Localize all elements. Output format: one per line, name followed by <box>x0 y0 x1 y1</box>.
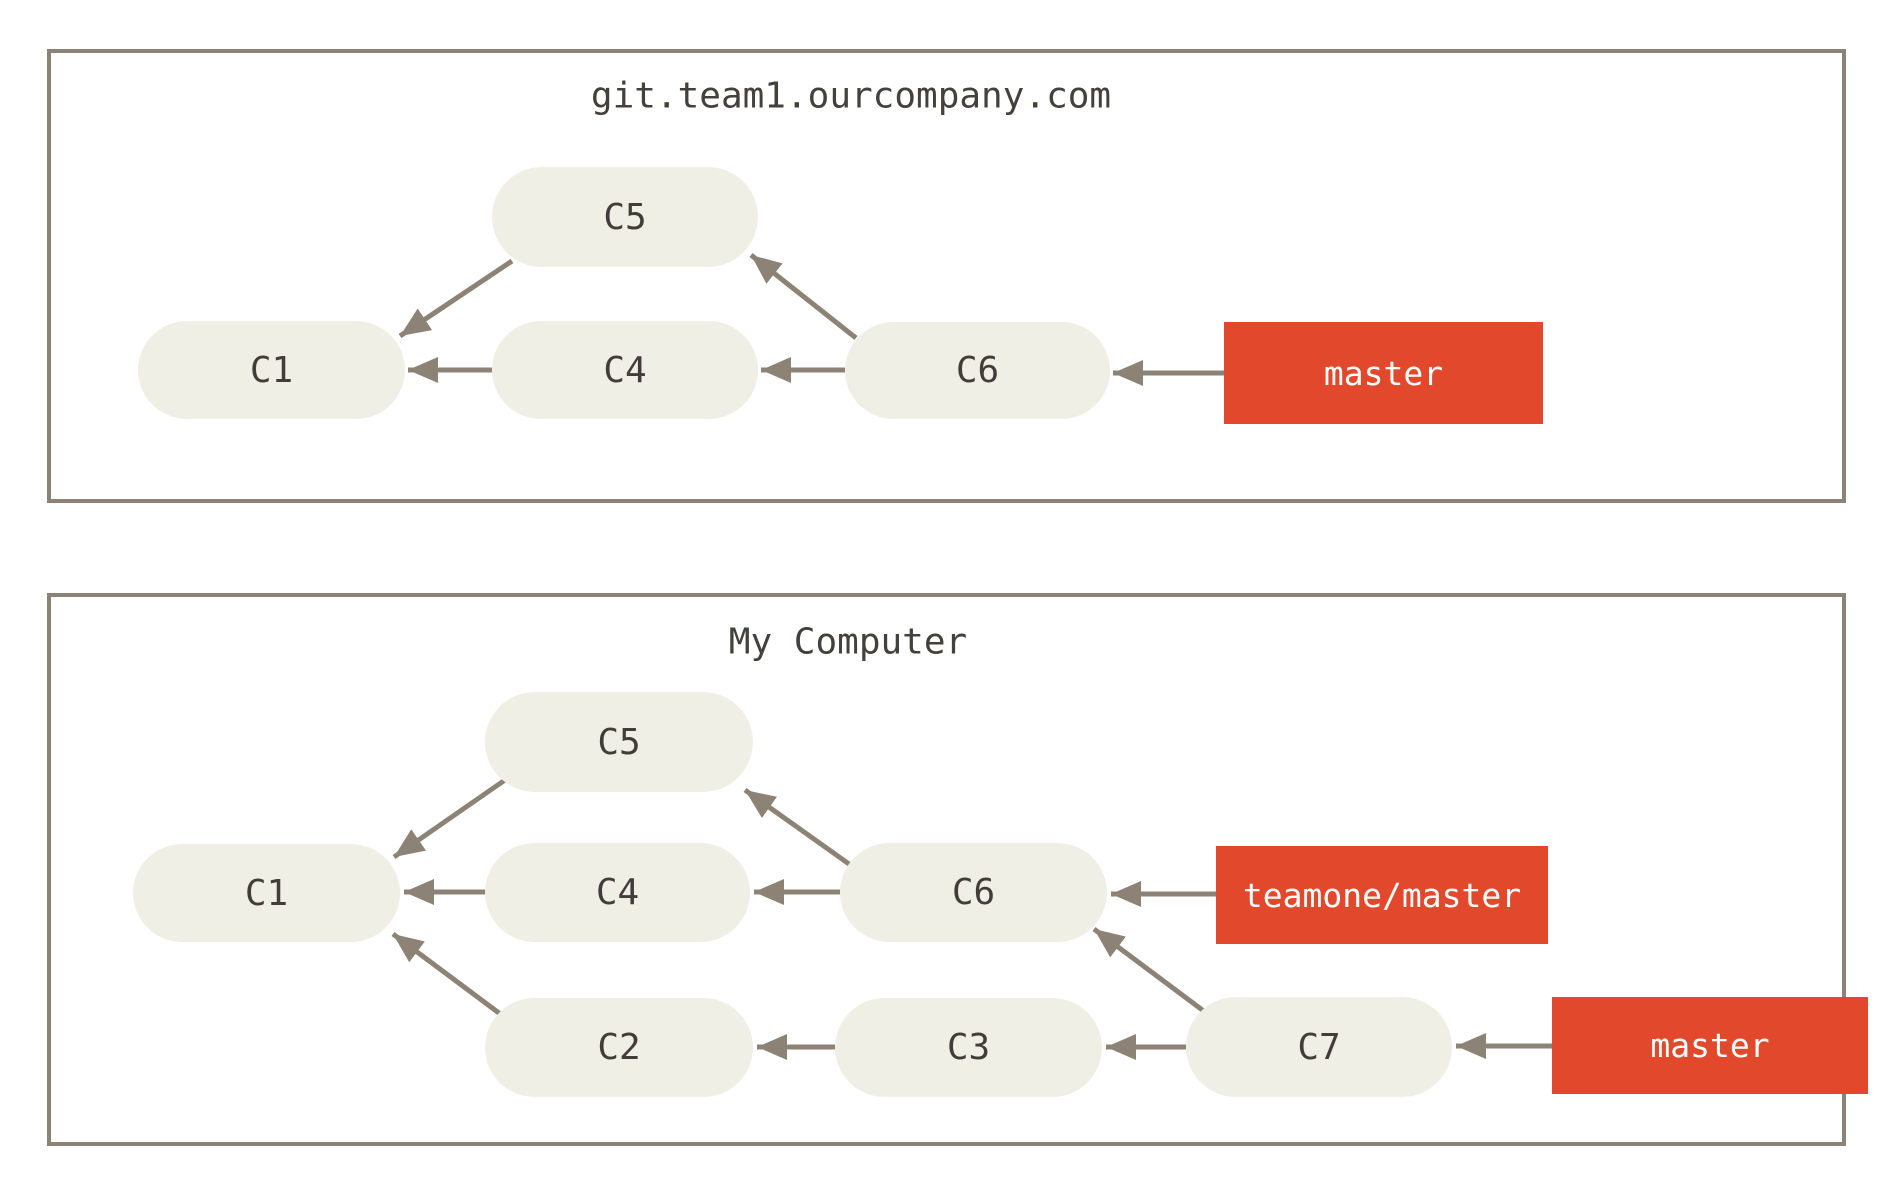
commit-node-c1-remote: C1 <box>138 321 405 419</box>
commit-node-c7-local: C7 <box>1186 997 1452 1097</box>
branch-label-master-local: master <box>1552 997 1868 1094</box>
commit-node-c2-local: C2 <box>485 998 753 1097</box>
commit-node-c6-remote: C6 <box>845 322 1110 419</box>
remote-repo-frame <box>47 49 1846 503</box>
commit-node-c1-local: C1 <box>133 844 400 942</box>
local-repo-frame-title: My Computer <box>728 621 968 663</box>
branch-label-master-remote: master <box>1224 322 1543 424</box>
commit-node-c5-local: C5 <box>485 692 753 792</box>
branch-label-teamone-master-local: teamone/master <box>1216 846 1548 944</box>
remote-repo-frame-title: git.team1.ourcompany.com <box>590 75 1112 117</box>
commit-node-c4-remote: C4 <box>492 321 758 419</box>
commit-node-c5-remote: C5 <box>492 167 758 267</box>
commit-node-c4-local: C4 <box>485 843 750 942</box>
local-repo-frame <box>47 593 1846 1146</box>
commit-node-c3-local: C3 <box>835 998 1102 1097</box>
commit-node-c6-local: C6 <box>840 843 1107 942</box>
